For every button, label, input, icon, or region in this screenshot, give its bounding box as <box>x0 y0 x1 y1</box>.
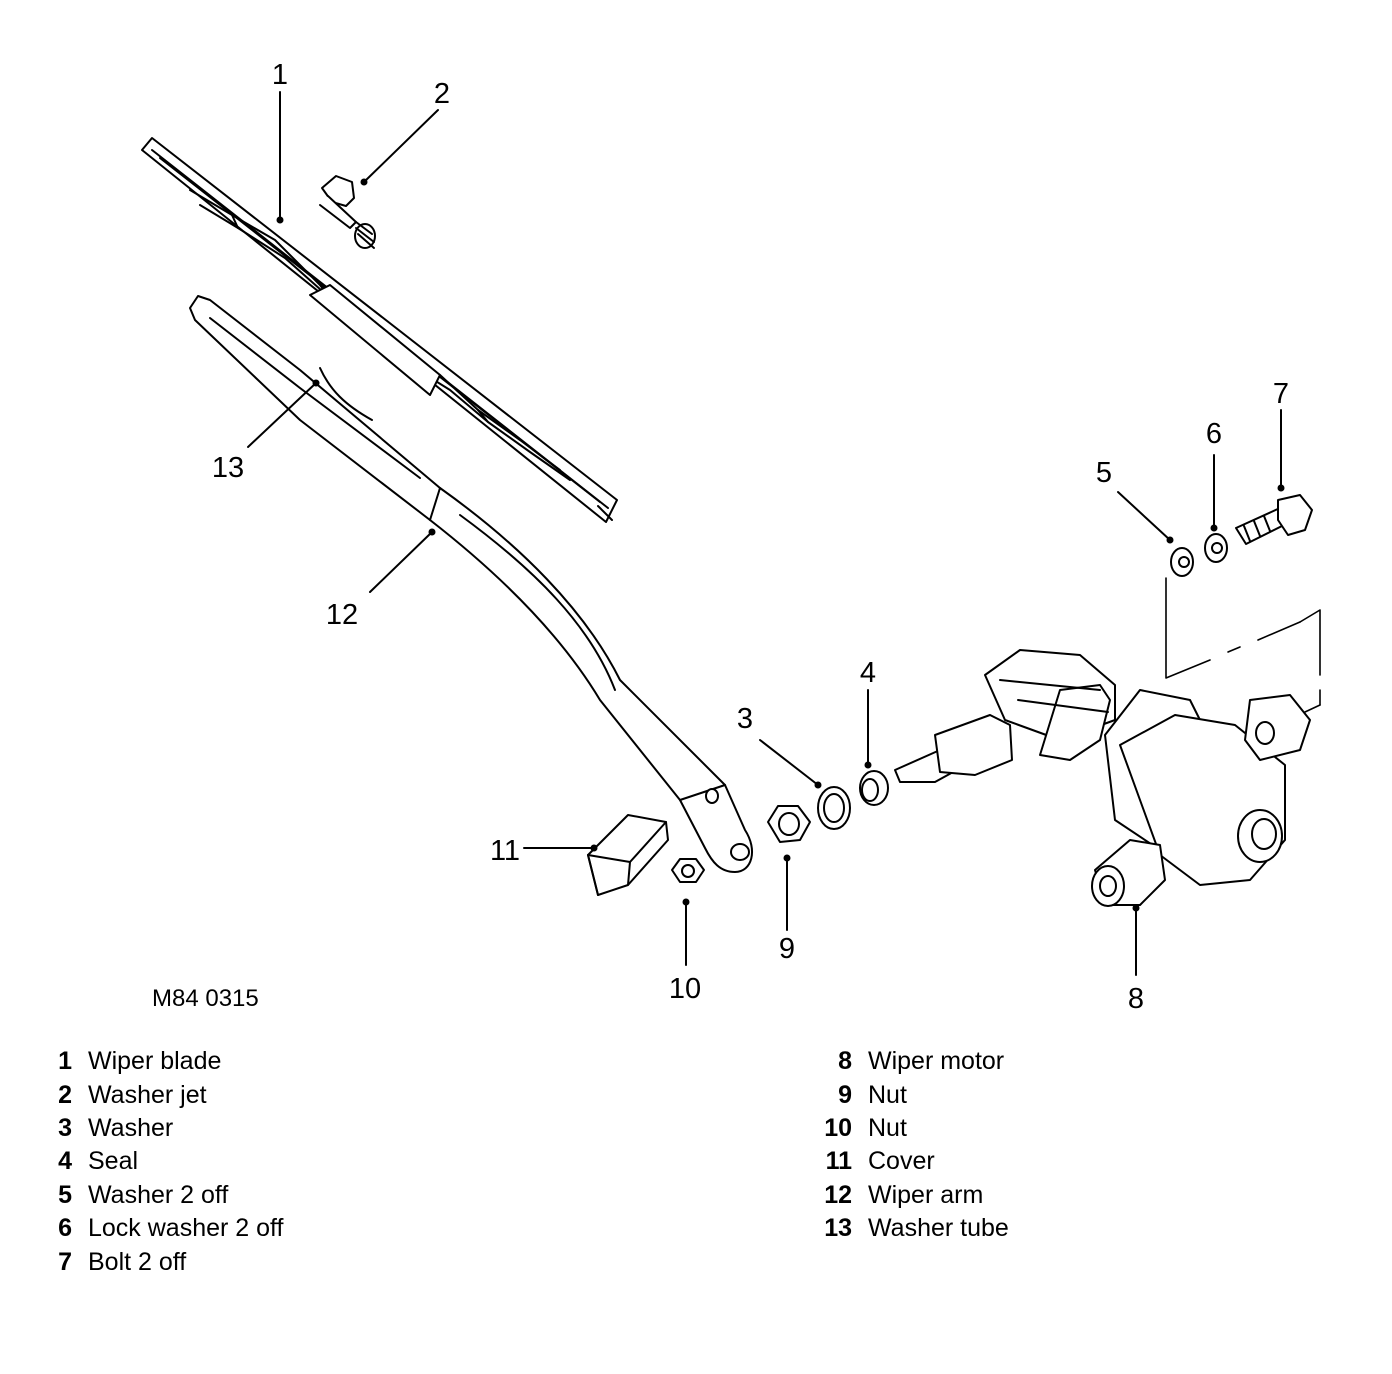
legend-label: Washer <box>88 1113 174 1142</box>
leader-dots <box>276 178 1285 912</box>
legend-number: 12 <box>824 1180 852 1209</box>
cover-part <box>587 814 669 896</box>
washer-tube-part <box>319 367 373 421</box>
legend-number: 3 <box>58 1113 72 1142</box>
legend-number: 6 <box>58 1214 72 1243</box>
wiper-blade-part <box>141 137 618 523</box>
legend-number: 10 <box>824 1113 852 1142</box>
legend-label: Nut <box>868 1080 907 1109</box>
legend-label: Wiper blade <box>88 1047 222 1076</box>
legend-item: 2 Washer jet <box>40 1078 283 1111</box>
wiper-arm-part <box>189 295 754 873</box>
callout-11: 11 <box>490 835 520 867</box>
legend-number: 4 <box>58 1147 72 1176</box>
seal-part <box>859 770 889 806</box>
lock-washer-part <box>1204 533 1228 563</box>
legend-number: 2 <box>58 1080 72 1109</box>
legend-label: Cover <box>868 1147 935 1176</box>
callout-12: 12 <box>326 599 358 631</box>
washer-part <box>817 786 851 830</box>
legend-item: 11 Cover <box>800 1145 1009 1178</box>
legend-item: 12 Wiper arm <box>800 1179 1009 1212</box>
legend-number: 7 <box>58 1247 72 1276</box>
callout-13: 13 <box>212 452 244 484</box>
callout-6: 6 <box>1206 418 1222 450</box>
lower-callouts: 8 10 <box>669 973 1144 1015</box>
legend-item: 5 Washer 2 off <box>40 1179 283 1212</box>
callout-1: 1 <box>272 59 288 91</box>
nut-large-part <box>767 805 811 843</box>
legend-label: Wiper motor <box>868 1047 1005 1076</box>
legend-item: 10 Nut <box>800 1112 1009 1145</box>
legend-item: 8 Wiper motor <box>800 1045 1009 1078</box>
callout-7: 7 <box>1273 378 1289 410</box>
legend-label: Wiper arm <box>868 1180 984 1209</box>
callout-2: 2 <box>434 78 450 110</box>
callout-5: 5 <box>1096 457 1112 489</box>
nut-small-part <box>671 858 705 883</box>
legend-number: 11 <box>825 1147 852 1176</box>
exploded-diagram: 1 2 3 4 5 6 7 8 9 10 11 12 13 <box>141 59 1321 976</box>
leader-lines <box>247 91 1282 976</box>
callout-9: 9 <box>779 933 795 965</box>
alignment-lines <box>1165 577 1321 713</box>
legend-label: Bolt 2 off <box>88 1247 187 1276</box>
callout-10-lower: 10 <box>669 973 701 1005</box>
legend-label: Washer 2 off <box>88 1180 229 1209</box>
legend-label: Washer jet <box>88 1080 207 1109</box>
legend-number: 1 <box>58 1047 72 1076</box>
legend-label: Nut <box>868 1113 907 1142</box>
legend-number: 9 <box>838 1080 852 1109</box>
legend-number: 8 <box>838 1047 852 1076</box>
legend-item: 6 Lock washer 2 off <box>40 1212 283 1245</box>
legend-item: 1 Wiper blade <box>40 1045 283 1078</box>
legend-item: 3 Washer <box>40 1112 283 1145</box>
washer-small-part <box>1170 547 1194 577</box>
legend-item: 4 Seal <box>40 1145 283 1178</box>
legend-number: 13 <box>824 1214 852 1243</box>
wiper-motor-part <box>894 649 1311 907</box>
bolt-part <box>1235 494 1313 545</box>
callout-8-lower: 8 <box>1128 983 1144 1015</box>
legend-label: Lock washer 2 off <box>88 1214 284 1243</box>
legend-left: 1 Wiper blade 2 Washer jet 3 Washer 4 Seal 5… <box>40 1045 283 1279</box>
legend-item: 7 Bolt 2 off <box>40 1245 283 1278</box>
callout-4: 4 <box>860 657 876 689</box>
washer-jet-part <box>319 175 376 249</box>
callout-3: 3 <box>737 703 753 735</box>
legend-label: Washer tube <box>868 1214 1009 1243</box>
legend-label: Seal <box>88 1147 139 1176</box>
legend-item: 13 Washer tube <box>800 1212 1009 1245</box>
legend-item: 9 Nut <box>800 1078 1009 1111</box>
figure-reference-code: M84 0315 <box>152 985 259 1012</box>
legend-number: 5 <box>58 1180 72 1209</box>
